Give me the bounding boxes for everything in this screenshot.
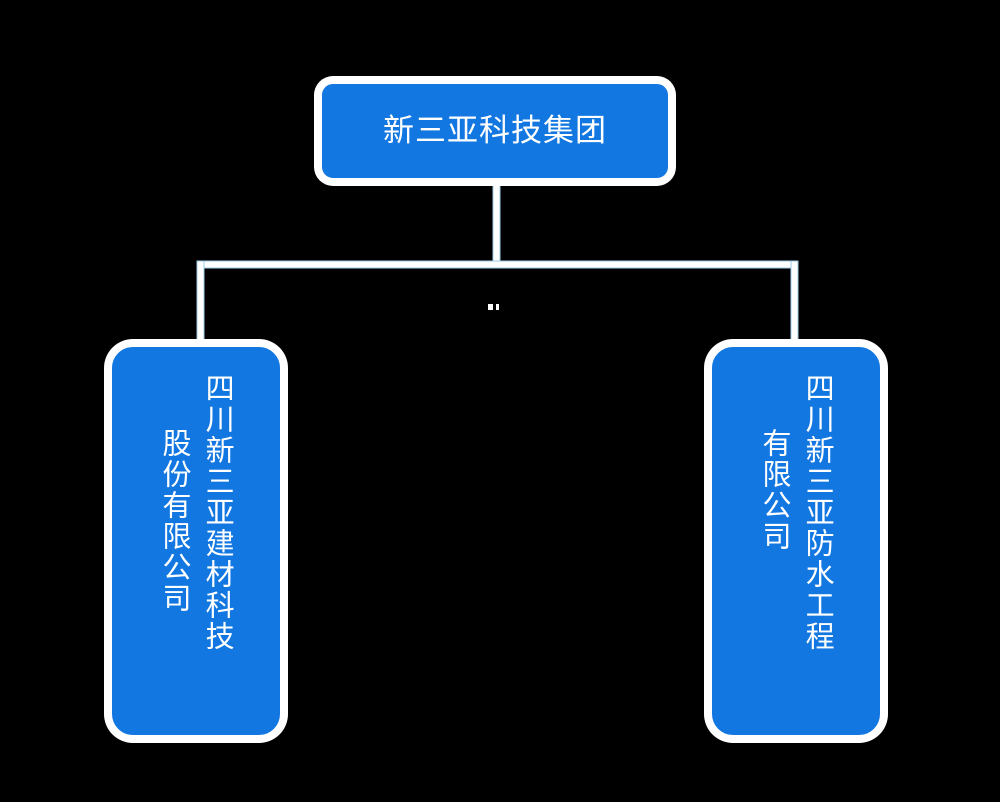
org-node-left-subsidiary[interactable]: 四川新三亚建材科技 股份有限公司 [107,342,285,740]
org-node-root[interactable]: 新三亚科技集团 [317,79,673,183]
org-node-left-text: 四川新三亚建材科技 股份有限公司 [112,347,280,735]
org-node-right-label-primary: 四川新三亚防水工程 [801,373,836,652]
connector-root-stem [492,182,501,266]
org-node-left-label-secondary: 股份有限公司 [158,428,192,614]
org-node-left-label-primary: 四川新三亚建材科技 [201,373,236,652]
org-node-right-subsidiary[interactable]: 四川新三亚防水工程 有限公司 [707,342,885,740]
org-node-right-text: 四川新三亚防水工程 有限公司 [712,347,880,735]
org-node-right-label-secondary: 有限公司 [758,428,792,552]
connector-drop-left [196,260,205,348]
org-node-root-label: 新三亚科技集团 [383,112,607,149]
connector-drop-right [790,260,799,348]
render-artifact-mark [488,304,493,310]
render-artifact-mark [496,304,499,310]
connector-horizontal-bar [196,260,799,269]
